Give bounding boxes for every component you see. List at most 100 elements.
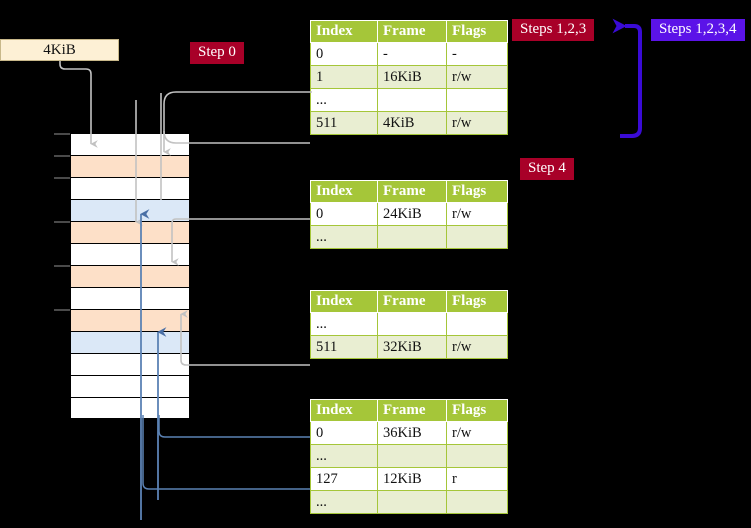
memory-row-tick-8 xyxy=(54,309,70,311)
cell-frame: 16KiB xyxy=(377,65,447,89)
cell-flags: r/w xyxy=(446,202,508,226)
step-label-step-0: Step 0 xyxy=(190,42,244,64)
memory-frame-row-11 xyxy=(70,375,190,397)
memory-frame-row-3 xyxy=(70,199,190,221)
cell-flags xyxy=(446,444,508,468)
cell-flags xyxy=(446,225,508,249)
cell-frame xyxy=(377,88,447,112)
step-label-steps-1234: Steps 1,2,3,4 xyxy=(651,19,745,41)
table-row[interactable]: ... xyxy=(310,88,508,112)
column-header-index: Index xyxy=(310,180,378,203)
cell-index: 511 xyxy=(310,335,378,359)
cell-frame xyxy=(377,312,447,336)
column-header-frame: Frame xyxy=(377,290,447,313)
cell-index: ... xyxy=(310,225,378,249)
table-row[interactable]: ... xyxy=(310,312,508,336)
purple-bracket-arrow xyxy=(612,18,642,138)
cell-frame: 4KiB xyxy=(377,111,447,135)
memory-frame-row-1 xyxy=(70,155,190,177)
column-header-index: Index xyxy=(310,290,378,313)
memory-row-tick-6 xyxy=(54,265,70,267)
cell-flags xyxy=(446,490,508,514)
cell-flags xyxy=(446,312,508,336)
cell-flags xyxy=(446,88,508,112)
memory-row-tick-1 xyxy=(54,155,70,157)
cell-frame: 36KiB xyxy=(377,421,447,445)
cell-frame xyxy=(377,490,447,514)
table-row[interactable]: ... xyxy=(310,225,508,249)
cell-index: 1 xyxy=(310,65,378,89)
column-header-frame: Frame xyxy=(377,20,447,43)
cell-index: ... xyxy=(310,88,378,112)
memory-frame-row-5 xyxy=(70,243,190,265)
connector-frame-to-memory xyxy=(59,61,98,148)
table-row[interactable]: ... xyxy=(310,490,508,514)
connector-memory-to-table2 xyxy=(171,218,310,266)
cell-flags: - xyxy=(446,42,508,66)
step-label-steps-123: Steps 1,2,3 xyxy=(512,19,595,41)
cell-frame: 24KiB xyxy=(377,202,447,226)
memory-frame-row-0 xyxy=(70,133,190,155)
cell-index: 0 xyxy=(310,202,378,226)
cell-index: 0 xyxy=(310,42,378,66)
cell-index: 511 xyxy=(310,111,378,135)
frame-size-label: 4KiB xyxy=(43,41,76,58)
memory-frame-row-6 xyxy=(70,265,190,287)
cell-flags: r xyxy=(446,467,508,491)
column-header-frame: Frame xyxy=(377,180,447,203)
cell-index: ... xyxy=(310,490,378,514)
cell-frame: - xyxy=(377,42,447,66)
memory-frame-row-12 xyxy=(70,397,190,419)
cell-flags: r/w xyxy=(446,421,508,445)
frame-size-box: 4KiB xyxy=(0,39,119,61)
connector-table4-row127 xyxy=(142,415,310,490)
cell-frame: 32KiB xyxy=(377,335,447,359)
cell-frame xyxy=(377,225,447,249)
column-header-index: Index xyxy=(310,20,378,43)
column-header-frame: Frame xyxy=(377,399,447,422)
cell-frame xyxy=(377,444,447,468)
table-row[interactable]: 0-- xyxy=(310,42,508,66)
memory-frame-row-4 xyxy=(70,221,190,243)
column-header-flags: Flags xyxy=(446,20,508,43)
memory-row-tick-4 xyxy=(54,221,70,223)
memory-row-tick-0 xyxy=(54,133,70,135)
step-label-step-4: Step 4 xyxy=(520,158,574,180)
memory-frame-row-9 xyxy=(70,331,190,353)
cell-flags: r/w xyxy=(446,111,508,135)
table-row[interactable]: ... xyxy=(310,444,508,468)
memory-frame-row-2 xyxy=(70,177,190,199)
cell-index: 127 xyxy=(310,467,378,491)
memory-frame-row-10 xyxy=(70,353,190,375)
cell-frame: 12KiB xyxy=(377,467,447,491)
cell-flags: r/w xyxy=(446,335,508,359)
cell-index: ... xyxy=(310,444,378,468)
memory-row-tick-2 xyxy=(54,177,70,179)
connector-memory-to-table3 xyxy=(180,310,310,366)
column-header-flags: Flags xyxy=(446,399,508,422)
cell-flags: r/w xyxy=(446,65,508,89)
cell-index: ... xyxy=(310,312,378,336)
column-header-flags: Flags xyxy=(446,290,508,313)
memory-frame-row-8 xyxy=(70,309,190,331)
column-header-index: Index xyxy=(310,399,378,422)
memory-frame-row-7 xyxy=(70,287,190,309)
